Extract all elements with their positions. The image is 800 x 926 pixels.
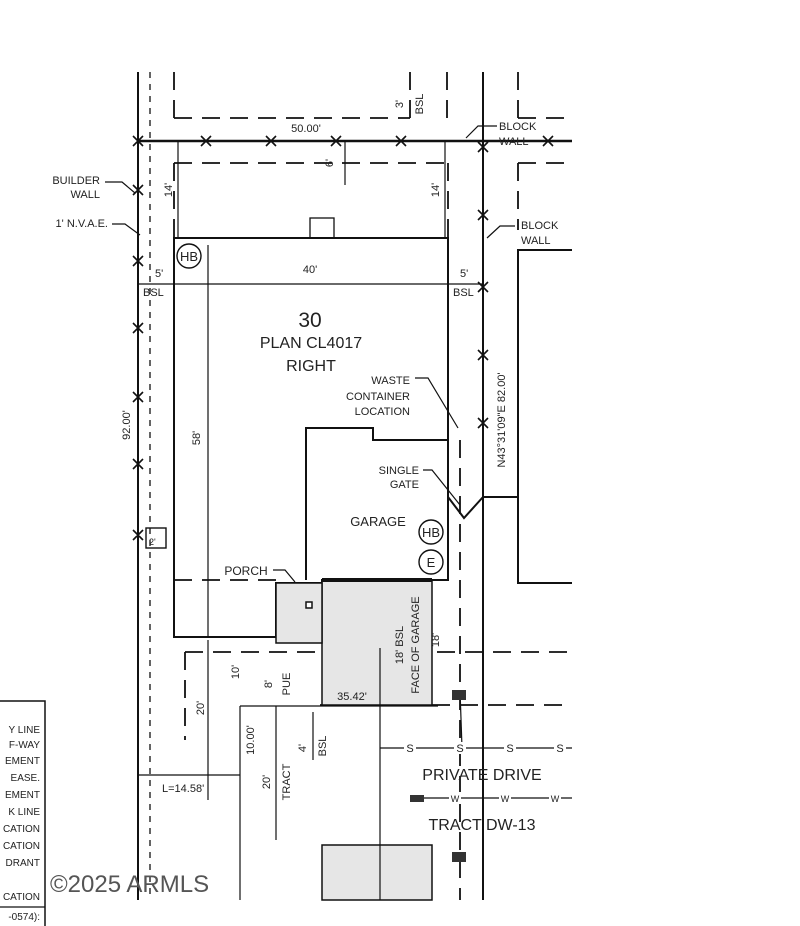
builder-wall-label: BUILDER: [52, 175, 100, 187]
gate-label: SINGLE: [379, 465, 419, 477]
legend-item: F-WAY: [9, 740, 40, 751]
tract-width: 20': [261, 775, 273, 789]
plan-orientation: RIGHT: [286, 358, 336, 375]
ten-ft: 10': [230, 665, 242, 679]
plan-name: PLAN CL4017: [260, 335, 362, 352]
legend-item: CATION: [3, 824, 40, 835]
block-wall-label-2: WALL: [521, 235, 551, 247]
valve-icon: [410, 795, 424, 802]
lot-depth: 92.00': [121, 410, 133, 440]
legend-item: -0574):: [8, 912, 40, 923]
private-drive-label: PRIVATE DRIVE: [422, 767, 541, 784]
garage-depth: 18': [430, 633, 442, 647]
legend-item: EMENT: [5, 756, 40, 767]
tract-offset: 10.00': [245, 725, 257, 755]
pue-depth: 8': [263, 680, 275, 688]
block-wall-label: WALL: [499, 136, 529, 148]
legend-item: CATION: [3, 892, 40, 903]
hb-label: HB: [180, 249, 198, 264]
driveway: [275, 578, 433, 901]
block-wall-label: BLOCK: [499, 121, 537, 133]
sewer-s: S: [456, 743, 463, 755]
electric-label: E: [427, 555, 436, 570]
meter-icon: [452, 852, 466, 862]
waste-label: CONTAINER: [346, 391, 410, 403]
face-of-garage: FACE OF GARAGE: [410, 596, 422, 693]
builder-wall-label: WALL: [70, 189, 100, 201]
sewer-s: S: [406, 743, 413, 755]
leader-lines: [105, 125, 515, 583]
legend-item: EMENT: [5, 790, 40, 801]
front-bsl-label: BSL: [317, 736, 329, 757]
water-w: W: [451, 794, 460, 804]
tract-label: TRACT: [281, 763, 293, 800]
bsl-right: BSL: [453, 287, 474, 299]
watermark: ©2025 ARMLS: [50, 871, 209, 898]
waste-label: LOCATION: [355, 406, 410, 418]
sewer-markers: [404, 742, 566, 804]
water-w: W: [501, 794, 510, 804]
top-bsl-label: BSL: [414, 94, 426, 115]
water-w: W: [551, 794, 560, 804]
porch-label: PORCH: [224, 564, 267, 578]
rear-setback-right: 14': [430, 183, 442, 197]
top-bsl: 3': [394, 100, 406, 108]
sewer-s: S: [556, 743, 563, 755]
tract-dw-label: TRACT DW-13: [429, 817, 536, 834]
legend-item: Y LINE: [9, 725, 41, 736]
house-width: 40': [303, 264, 317, 276]
house-footprint: [173, 217, 449, 638]
legend-item: EASE.: [11, 773, 40, 784]
legend: Y LINE F-WAY EMENT EASE. EMENT K LINE CA…: [0, 700, 46, 926]
small-box: [145, 527, 167, 549]
front-bsl: 4': [297, 744, 309, 752]
driveway-width: 35.42': [337, 691, 367, 703]
wall-x-marks: [132, 135, 554, 541]
gate-label: GATE: [390, 479, 419, 491]
meter-icon: [452, 690, 466, 700]
garage-label: GARAGE: [350, 514, 406, 529]
side-setback-left: 5': [155, 268, 163, 280]
block-wall-label-2: BLOCK: [521, 220, 559, 232]
hb-label: HB: [422, 525, 440, 540]
twenty-ft: 20': [195, 701, 207, 715]
legend-item: K LINE: [8, 807, 40, 818]
legend-item: CATION: [3, 841, 40, 852]
dimension-lines: [138, 141, 572, 900]
bearing: N43°31'09"E 82.00': [496, 372, 508, 467]
house-depth: 58': [191, 431, 203, 445]
small-box-dim: 2': [149, 537, 156, 547]
bsl-left: BSL: [143, 287, 164, 299]
nvae-label: 1' N.V.A.E.: [56, 218, 108, 230]
rear-setback-left: 14': [163, 183, 175, 197]
lot-number: 30: [298, 309, 321, 332]
waste-label: WASTE: [371, 375, 410, 387]
arc-length: L=14.58': [162, 783, 204, 795]
pue-label: PUE: [281, 673, 293, 696]
sewer-s: S: [506, 743, 513, 755]
lot-width: 50.00': [291, 123, 321, 135]
legend-item: DRANT: [6, 858, 40, 869]
side-setback-right: 5': [460, 268, 468, 280]
rear-offset: 6': [324, 159, 336, 167]
hose-bib-marker: HB HB E: [176, 243, 444, 575]
garage-bsl: 18' BSL: [394, 626, 406, 664]
